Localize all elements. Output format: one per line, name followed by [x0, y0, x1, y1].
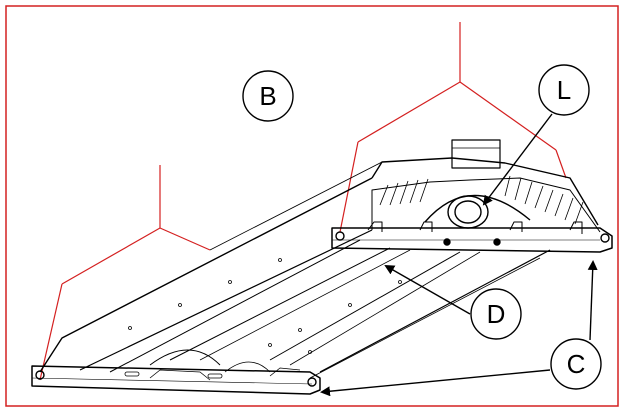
arrow-d: [384, 265, 471, 315]
callout-l: L: [538, 64, 590, 116]
arrow-c-right: [587, 260, 598, 341]
callout-c-label: C: [567, 349, 586, 379]
callout-l-label: L: [557, 75, 571, 105]
callout-arrows: [320, 113, 598, 397]
callout-b: B: [242, 70, 294, 122]
callout-c: C: [550, 338, 602, 390]
arrow-c-left: [320, 369, 551, 397]
callout-b-label: B: [259, 81, 276, 111]
fixture-body: [31, 139, 613, 395]
callout-d: D: [470, 288, 522, 340]
right-hanger-lines: [339, 22, 567, 233]
arrow-l: [482, 113, 553, 206]
callout-d-label: D: [487, 299, 506, 329]
left-hanger-lines: [39, 165, 211, 381]
diagram-frame: [5, 5, 619, 407]
